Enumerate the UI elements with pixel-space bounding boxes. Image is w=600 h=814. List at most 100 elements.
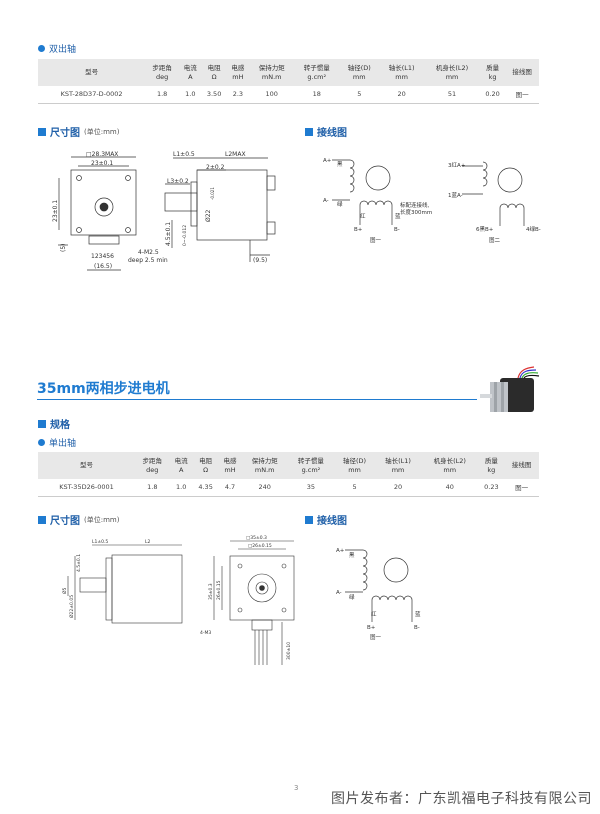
dimension-heading: 尺寸图 (单位:mm) — [38, 124, 119, 139]
column-header-label: 接线图 — [512, 68, 532, 76]
column-header: 型号 — [38, 452, 135, 479]
table-cell: 35 — [287, 479, 335, 497]
wiring-title-2: 接线图 — [317, 516, 347, 527]
column-header-label: 转子惯量 — [303, 63, 330, 72]
column-header-unit: mm — [391, 465, 405, 474]
dim-phi22-tolerance: -0.021 — [210, 187, 215, 200]
wire2-black-b-plus: 6黑B+ — [476, 226, 494, 233]
table-cell: KST-35D26-0001 — [38, 479, 135, 497]
wire1-note-line2: 长度300mm — [400, 208, 432, 216]
column-header-label: 轴径(D) — [347, 63, 371, 72]
square-bullet-icon — [38, 419, 46, 428]
dim-l2: L2MAX — [225, 151, 246, 158]
table-cell: 1.0 — [179, 86, 202, 104]
column-header-label: 电感 — [223, 456, 237, 465]
title-divider — [37, 399, 477, 400]
wire1-note-line1: 标配连接线, — [400, 201, 430, 209]
dim-23-vertical: 23±0.1 — [52, 200, 59, 222]
table-cell: 1.0 — [169, 479, 193, 497]
table-cell: 20 — [379, 86, 425, 104]
wire2-red-a-plus: 3红A+ — [448, 161, 466, 169]
column-header: 轴径(D)mm — [334, 452, 376, 479]
stepper-motor-image — [480, 366, 540, 412]
table-cell: 240 — [241, 479, 288, 497]
table-cell: 1.8 — [145, 86, 180, 104]
publisher-watermark: 图片发布者：广东凯福电子科技有限公司 — [331, 791, 592, 807]
wire1-green: 绿 — [337, 200, 343, 208]
column-header-label: 质量 — [486, 63, 500, 72]
column-header-unit: g.cm² — [301, 465, 321, 474]
wire3-blue: 蓝 — [415, 610, 421, 618]
column-header-label: 电感 — [231, 63, 245, 72]
table-cell: 18 — [294, 86, 340, 104]
column-header-unit: kg — [487, 465, 496, 474]
table-cell: 20 — [375, 479, 421, 497]
dim-9-5: (9.5) — [253, 257, 267, 264]
table-cell: 5 — [339, 86, 380, 104]
wiring-title: 接线图 — [317, 128, 347, 139]
dim2-26-vertical: 26±0.15 — [216, 580, 222, 600]
dimension-title: 尺寸图 — [50, 128, 80, 139]
column-header-label: 质量 — [484, 456, 498, 465]
table-cell: KST-28D37-D-0002 — [38, 86, 146, 104]
wire3-green: 绿 — [349, 593, 355, 601]
table-cell: 图一 — [505, 86, 539, 104]
column-header-label: 电阻 — [199, 456, 213, 465]
column-header: 轴径(D)mm — [339, 59, 380, 86]
double-shaft-label: 双出轴 — [49, 45, 77, 55]
spec-heading: 规格 — [38, 416, 70, 431]
dim2-l2: L2 — [145, 539, 151, 545]
spec-title: 规格 — [50, 420, 70, 431]
table-cell: 4.7 — [218, 479, 242, 497]
dim-square-max: □28.3MAX — [86, 151, 118, 158]
wire2-green-b-minus: 4绿B- — [526, 225, 541, 233]
column-header-unit: kg — [488, 72, 497, 81]
column-header-unit: deg — [156, 72, 169, 81]
column-header-label: 轴径(D) — [343, 456, 367, 465]
dim-m2-5: 4-M2.5 — [138, 249, 159, 256]
dim2-4-5: 4.5±0.1 — [76, 554, 82, 572]
column-header-unit: Ω — [211, 72, 217, 81]
column-header-unit: mm — [352, 72, 366, 81]
dim-shaft-tolerance: 0~-0.012 — [182, 225, 188, 246]
column-header-label: 轴长(L1) — [385, 456, 411, 465]
column-header: 轴长(L1)mm — [375, 452, 421, 479]
column-header-label: 型号 — [85, 68, 99, 76]
dimension-heading-2: 尺寸图 (单位:mm) — [38, 512, 119, 527]
table-cell: 0.20 — [480, 86, 506, 104]
square-bullet-icon — [38, 515, 46, 524]
dim2-35-vertical: 35±0.3 — [208, 583, 214, 600]
column-header-unit: mm — [443, 465, 457, 474]
column-header-label: 轴长(L1) — [388, 63, 415, 72]
section-title-35mm: 35mm两相步进电机 — [37, 381, 170, 397]
dim-16-5: (16.5) — [94, 263, 112, 270]
single-shaft-heading: 单出轴 — [38, 436, 76, 449]
dim-phi22: Ø22 — [205, 209, 212, 222]
dimension-unit-2: (单位:mm) — [84, 515, 120, 524]
wiring-heading: 接线图 — [305, 124, 347, 139]
column-header-unit: mm — [445, 72, 459, 81]
column-header-unit: Ω — [203, 465, 209, 474]
column-header-label: 机身长(L2) — [435, 63, 469, 72]
dim-l1: L1±0.5 — [173, 151, 195, 158]
table-cell: 40 — [421, 479, 479, 497]
dimension-title-2: 尺寸图 — [50, 516, 80, 527]
column-header-unit: mm — [348, 465, 361, 474]
column-header-label: 步距角 — [142, 456, 163, 465]
wire1-b-minus: B- — [394, 227, 400, 233]
square-bullet-icon — [305, 127, 313, 136]
dim-23-horizontal: 23±0.1 — [91, 160, 113, 167]
dim-l3: L3±0.2 — [167, 178, 189, 185]
wire3-figure-label: 图一 — [370, 633, 382, 641]
dim2-square-35: □35±0.3 — [246, 535, 267, 541]
column-header: 接线图 — [505, 59, 539, 86]
column-header-label: 保持力矩 — [251, 456, 278, 465]
column-header: 接线图 — [504, 452, 539, 479]
